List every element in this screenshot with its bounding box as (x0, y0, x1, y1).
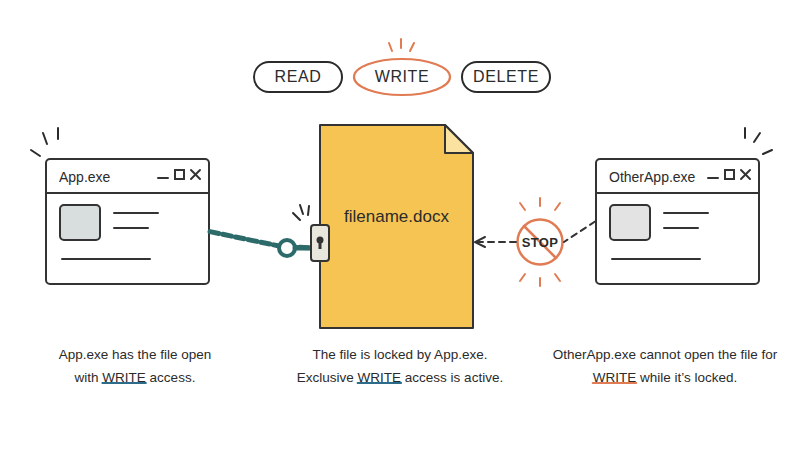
sparkle-marks (763, 150, 772, 154)
file-fold (445, 125, 473, 153)
caption-note: The file is locked by App.exe. Exclusive… (290, 343, 510, 389)
caption-note: App.exe has the file open with WRITE acc… (45, 343, 225, 389)
node-text: DELETE (473, 68, 539, 86)
sparkle-marks (43, 133, 47, 144)
sparkle-marks (744, 128, 746, 138)
sparkle-marks (520, 203, 525, 210)
sparkle-marks (555, 274, 560, 281)
access-mode-pill: READ (253, 61, 343, 93)
sparkle-marks (539, 278, 541, 286)
sparkle-marks (520, 274, 525, 281)
stop-circle (518, 220, 563, 265)
caption-note: OtherApp.exe cannot open the file for WR… (552, 343, 778, 389)
sparkle-marks (754, 133, 760, 142)
sparkle-marks (308, 206, 309, 215)
window-title: App.exe (59, 169, 110, 185)
sparkle-marks (300, 205, 303, 214)
sparkle-marks (555, 203, 560, 210)
stop-sign: STOP (516, 218, 564, 266)
sparkle-marks (410, 43, 414, 51)
file-document: filename.docx (318, 123, 475, 330)
node-text: STOP (522, 235, 558, 250)
node-text: filename.docx (318, 207, 475, 227)
chain-link (210, 232, 318, 249)
app-window: OtherApp.exe (595, 158, 760, 285)
file-document-outline (318, 123, 475, 330)
window-title: OtherApp.exe (609, 169, 695, 185)
lock-symbol (279, 240, 295, 256)
file-body (320, 125, 473, 328)
app-window: App.exe (45, 158, 210, 285)
sparkle-marks (293, 213, 300, 220)
node-text: READ (275, 68, 322, 86)
highlight-ellipse (354, 59, 450, 95)
access-mode-pill: WRITE (352, 57, 452, 97)
sparkle-marks (57, 128, 59, 139)
access-mode-pill: DELETE (461, 61, 551, 93)
blocked-request-arrow (475, 241, 516, 243)
sparkle-marks (389, 43, 392, 51)
lock-symbol (295, 246, 312, 251)
blocked-request-line (564, 222, 595, 243)
sparkle-marks (400, 39, 402, 48)
sparkle-marks (539, 198, 541, 206)
node-text: WRITE (375, 68, 430, 86)
sparkle-marks (31, 150, 40, 156)
